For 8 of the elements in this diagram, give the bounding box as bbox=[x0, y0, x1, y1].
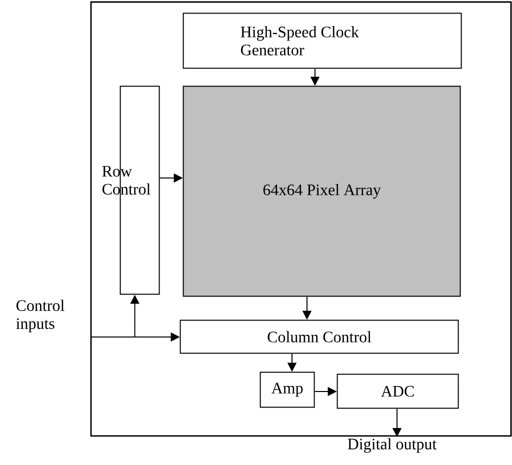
output-label: Digital output bbox=[348, 438, 437, 453]
adc-box: ADC bbox=[336, 374, 459, 409]
chip-outline bbox=[90, 1, 512, 437]
amplifier-box: Amp bbox=[260, 372, 315, 408]
column-control-box: Column Control bbox=[180, 320, 459, 354]
pixel-array-box: 64x64 Pixel Array bbox=[182, 86, 461, 297]
input-label: Control inputs bbox=[16, 300, 64, 332]
clock-generator-box: High-Speed Clock Generator bbox=[182, 12, 462, 69]
